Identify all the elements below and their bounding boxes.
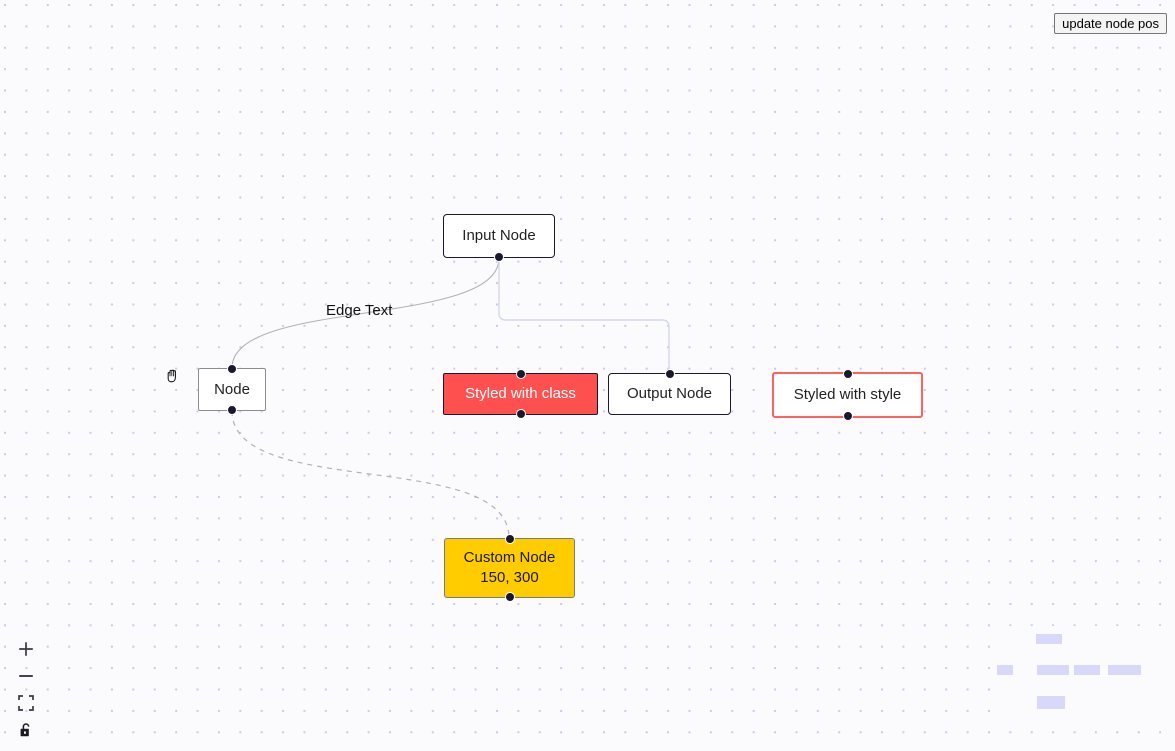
minimap-node <box>1037 665 1069 675</box>
node-label: Styled with style <box>793 386 902 403</box>
fit-view-icon <box>18 694 34 711</box>
top-right-panel: update node pos <box>1054 13 1167 34</box>
handle-target-top[interactable] <box>504 534 515 544</box>
custom-node-title: Custom Node <box>463 548 556 566</box>
zoom-out-button[interactable] <box>10 662 42 689</box>
node-output-node[interactable]: Output Node <box>608 369 731 415</box>
minimap-node <box>1037 696 1065 709</box>
handle-target-top[interactable] <box>515 369 526 379</box>
grab-cursor-icon <box>167 369 176 383</box>
minimap-node <box>1108 665 1141 675</box>
handle-source-bottom[interactable] <box>494 252 504 262</box>
node-styled-with-class[interactable]: Styled with class <box>443 369 598 419</box>
edge-label-edge-text: Edge Text <box>326 302 393 319</box>
node-plain-node[interactable]: Node <box>198 364 266 415</box>
lock-icon <box>20 722 30 736</box>
node-styled-with-style[interactable]: Styled with style <box>772 369 923 421</box>
handle-source-bottom[interactable] <box>842 411 853 421</box>
minimap-node <box>997 665 1013 675</box>
lock-button[interactable] <box>10 716 42 743</box>
minimap-svg[interactable] <box>995 626 1175 714</box>
node-input-node[interactable]: Input Node <box>443 214 555 262</box>
minus-icon <box>19 674 33 677</box>
handle-target-top[interactable] <box>842 369 853 379</box>
handle-target-top[interactable] <box>227 364 237 374</box>
node-label: Styled with class <box>465 385 576 402</box>
node-label: Input Node <box>462 227 536 244</box>
fit-view-button[interactable] <box>10 689 42 716</box>
minimap-node <box>1036 634 1062 644</box>
node-label: Node <box>214 380 250 398</box>
handle-source-bottom[interactable] <box>227 405 237 415</box>
handle-source-bottom[interactable] <box>515 409 526 419</box>
minimap-panel[interactable] <box>995 626 1175 714</box>
custom-node-position: 150, 300 <box>480 569 539 586</box>
handle-source-bottom[interactable] <box>504 592 515 602</box>
zoom-in-button[interactable] <box>10 635 42 662</box>
plus-icon <box>19 641 33 656</box>
handle-target-top[interactable] <box>664 369 675 379</box>
node-custom-node[interactable]: Custom Node 150, 300 <box>444 534 575 602</box>
minimap-node <box>1074 665 1100 675</box>
controls-panel <box>10 635 42 743</box>
edge-node-to-custom[interactable] <box>231 410 510 539</box>
node-label: Output Node <box>626 385 713 402</box>
update-node-pos-button[interactable]: update node pos <box>1054 13 1167 34</box>
edge-input-to-output[interactable] <box>498 258 670 373</box>
